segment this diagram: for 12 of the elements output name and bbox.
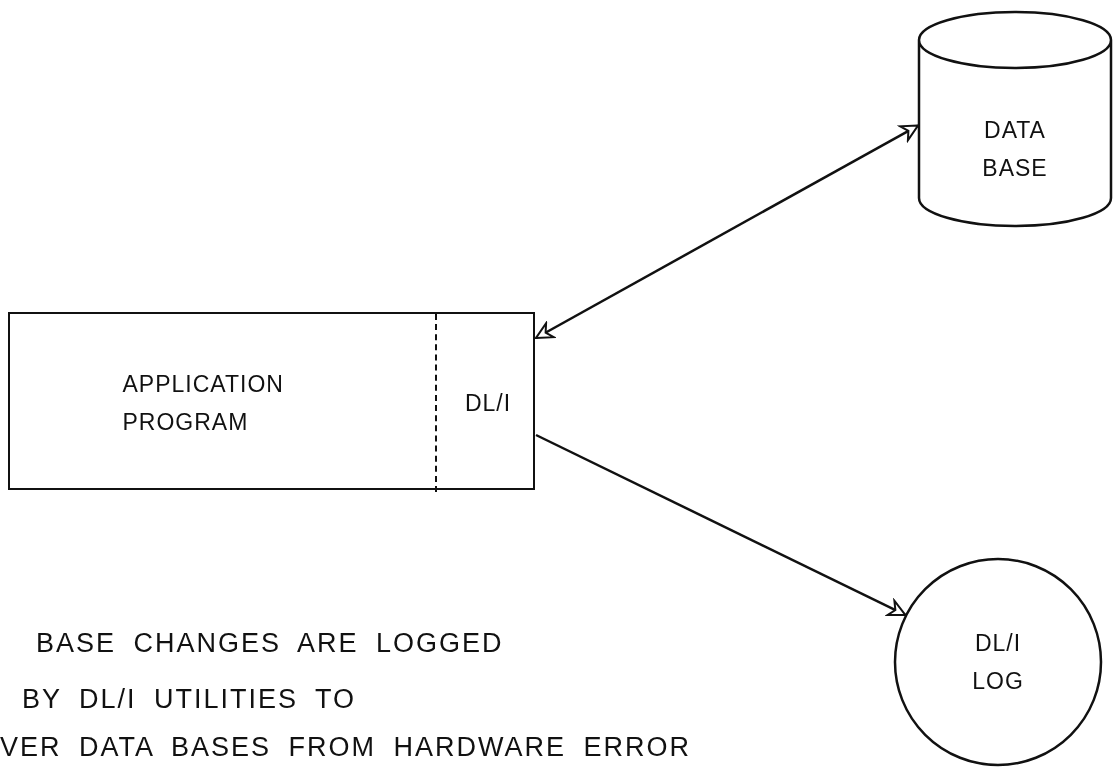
note-text: VER DATA BASES FROM HARDWARE ERROR bbox=[0, 732, 692, 763]
node-label: DL/I LOG bbox=[971, 629, 1025, 696]
note-text: BY DL/I UTILITIES TO bbox=[22, 684, 357, 715]
node-label: DL/I bbox=[463, 389, 513, 418]
database-cylinder bbox=[917, 10, 1113, 228]
node-label: DATA BASE bbox=[981, 116, 1049, 183]
process-box bbox=[8, 312, 535, 490]
log-circle bbox=[893, 557, 1103, 767]
arrow bbox=[535, 124, 919, 340]
note-text: BASE CHANGES ARE LOGGED bbox=[36, 628, 504, 659]
arrow bbox=[535, 433, 907, 617]
node-label: APPLICATION PROGRAM bbox=[122, 370, 285, 437]
